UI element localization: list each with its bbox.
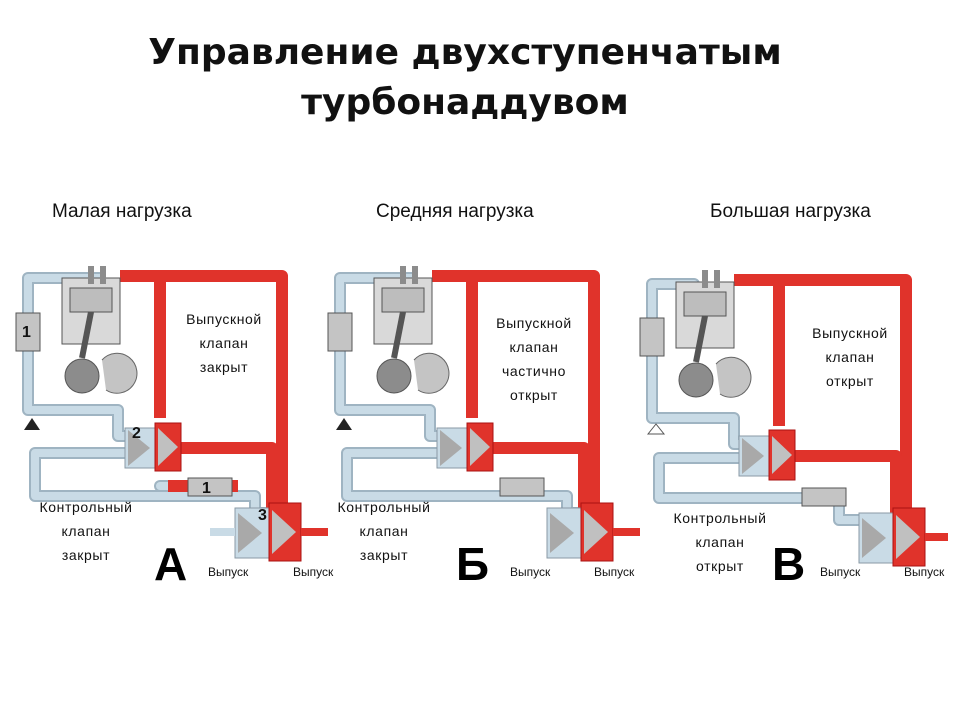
panel-a-svg: 1 2 1 3 Выпускной клапан закрыт Контроль…: [15, 266, 334, 590]
panel-a-diagram: 1 2 1 3 Выпускной клапан закрыт Контроль…: [10, 258, 350, 590]
slide-title: Управление двухступенчатым турбонаддувом: [0, 28, 930, 128]
exhaust-valve-label-3: открыт: [826, 373, 874, 389]
intake-pipes: [646, 278, 870, 526]
panel-b-heading: Средняя нагрузка: [376, 201, 534, 222]
turbo-2-number: 2: [132, 425, 141, 442]
lp-turbocharger: 3: [234, 502, 302, 562]
control-valve-label-2: клапан: [696, 534, 745, 550]
control-valve-label-3: открыт: [696, 558, 744, 574]
control-valve-actuator: [24, 418, 40, 430]
control-valve-label-3: закрыт: [62, 547, 110, 563]
engine-cylinder: [675, 270, 752, 398]
hp-turbocharger: [738, 429, 796, 481]
panel-b-letter: Б: [456, 538, 489, 590]
engine-cylinder: [61, 266, 138, 394]
panel-c-heading: Большая нагрузка: [710, 201, 871, 222]
panel-c-diagram: Выпускной клапан открыт Контрольный клап…: [634, 258, 954, 590]
control-valve-label-2: клапан: [360, 523, 409, 539]
exhaust-valve-label-2: клапан: [826, 349, 875, 365]
control-valve-box: [499, 477, 545, 497]
exhaust-valve-label-3: закрыт: [200, 359, 248, 375]
bypass-element: [327, 312, 353, 352]
panel-a-letter: А: [154, 538, 187, 590]
outlet-left-label: Выпуск: [820, 565, 861, 579]
exhaust-valve-label-1: Выпускной: [496, 315, 572, 331]
lp-turbocharger: [546, 502, 614, 562]
control-1-number: 1: [202, 480, 211, 497]
control-valve-box: 1: [187, 477, 233, 497]
control-valve-label-1: Контрольный: [673, 510, 766, 526]
outlet-right-label: Выпуск: [293, 565, 334, 579]
exhaust-valve-label-1: Выпускной: [812, 325, 888, 341]
exhaust-pipes: [120, 270, 288, 508]
lp-turbocharger: [858, 507, 926, 567]
exhaust-pipes: [432, 270, 600, 508]
control-valve-label-1: Контрольный: [337, 499, 430, 515]
control-valve-actuator: [336, 418, 352, 430]
panel-b-svg: Выпускной клапан частично открыт Контрол…: [327, 266, 640, 590]
outlet-left-label: Выпуск: [208, 565, 249, 579]
exhaust-valve-label-1: Выпускной: [186, 311, 262, 327]
turbo-3-number: 3: [258, 507, 267, 524]
hp-turbocharger: [436, 422, 494, 472]
title-line-2: турбонаддувом: [301, 82, 629, 123]
bypass-element-1: 1: [15, 312, 41, 352]
outlet-right-label: Выпуск: [904, 565, 945, 579]
panel-c-svg: Выпускной клапан открыт Контрольный клап…: [639, 270, 948, 590]
control-valve-actuator: [646, 423, 666, 435]
exhaust-valve-label-2: клапан: [200, 335, 249, 351]
control-valve-label-1: Контрольный: [39, 499, 132, 515]
exhaust-valve-label-4: открыт: [510, 387, 558, 403]
control-valve-label-3: закрыт: [360, 547, 408, 563]
panel-a-heading: Малая нагрузка: [52, 201, 192, 222]
title-line-1: Управление двухступенчатым: [148, 32, 782, 73]
outlet-right-label: Выпуск: [594, 565, 635, 579]
hp-turbocharger: 2: [124, 422, 182, 472]
exhaust-valve-label-2: клапан: [510, 339, 559, 355]
panel-b-diagram: Выпускной клапан частично открыт Контрол…: [322, 258, 662, 590]
control-valve-label-2: клапан: [62, 523, 111, 539]
panel-c-letter: В: [772, 538, 805, 590]
outlet-left-label: Выпуск: [510, 565, 551, 579]
bypass-1-number: 1: [22, 324, 31, 341]
bypass-element: [639, 317, 665, 357]
exhaust-valve-label-3: частично: [502, 363, 566, 379]
control-valve-box: [801, 487, 847, 507]
exhaust-pipes: [734, 274, 912, 513]
engine-cylinder: [373, 266, 450, 394]
